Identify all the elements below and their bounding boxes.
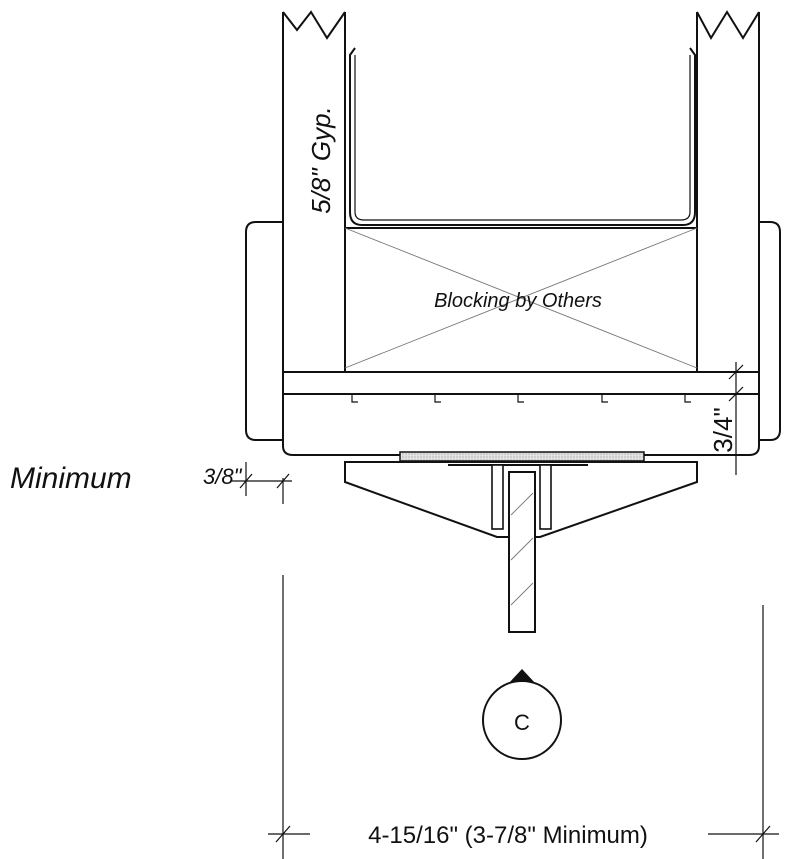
stem-post bbox=[491, 464, 552, 633]
minimum-value-label: 3/8" bbox=[203, 464, 243, 489]
overall-width-dimension: 4-15/16" (3-7/8" Minimum) bbox=[268, 575, 779, 859]
cap-assembly bbox=[282, 371, 760, 456]
right-gypsum-board bbox=[696, 10, 760, 372]
left-side-bumper bbox=[245, 221, 283, 441]
gypsum-label: 5/8" Gyp. bbox=[306, 106, 336, 214]
minimum-word-label: Minimum bbox=[10, 462, 132, 495]
blocking-label: Blocking by Others bbox=[434, 290, 602, 312]
steel-stud-channel bbox=[349, 47, 696, 226]
centerline-label: C bbox=[514, 710, 530, 735]
cap-thickness-label: 3/4" bbox=[708, 407, 738, 452]
mount-bracket bbox=[344, 461, 698, 538]
cap-thickness-dimension: 3/4" bbox=[700, 362, 744, 475]
blocking-x bbox=[344, 227, 698, 369]
base-plate bbox=[399, 451, 645, 466]
right-side-bumper bbox=[759, 221, 781, 441]
minimum-offset-dimension: Minimum 3/8" bbox=[10, 462, 292, 504]
overall-width-label: 4-15/16" (3-7/8" Minimum) bbox=[368, 822, 648, 849]
centerline-marker: C bbox=[482, 669, 562, 760]
left-gypsum-board bbox=[282, 10, 346, 372]
